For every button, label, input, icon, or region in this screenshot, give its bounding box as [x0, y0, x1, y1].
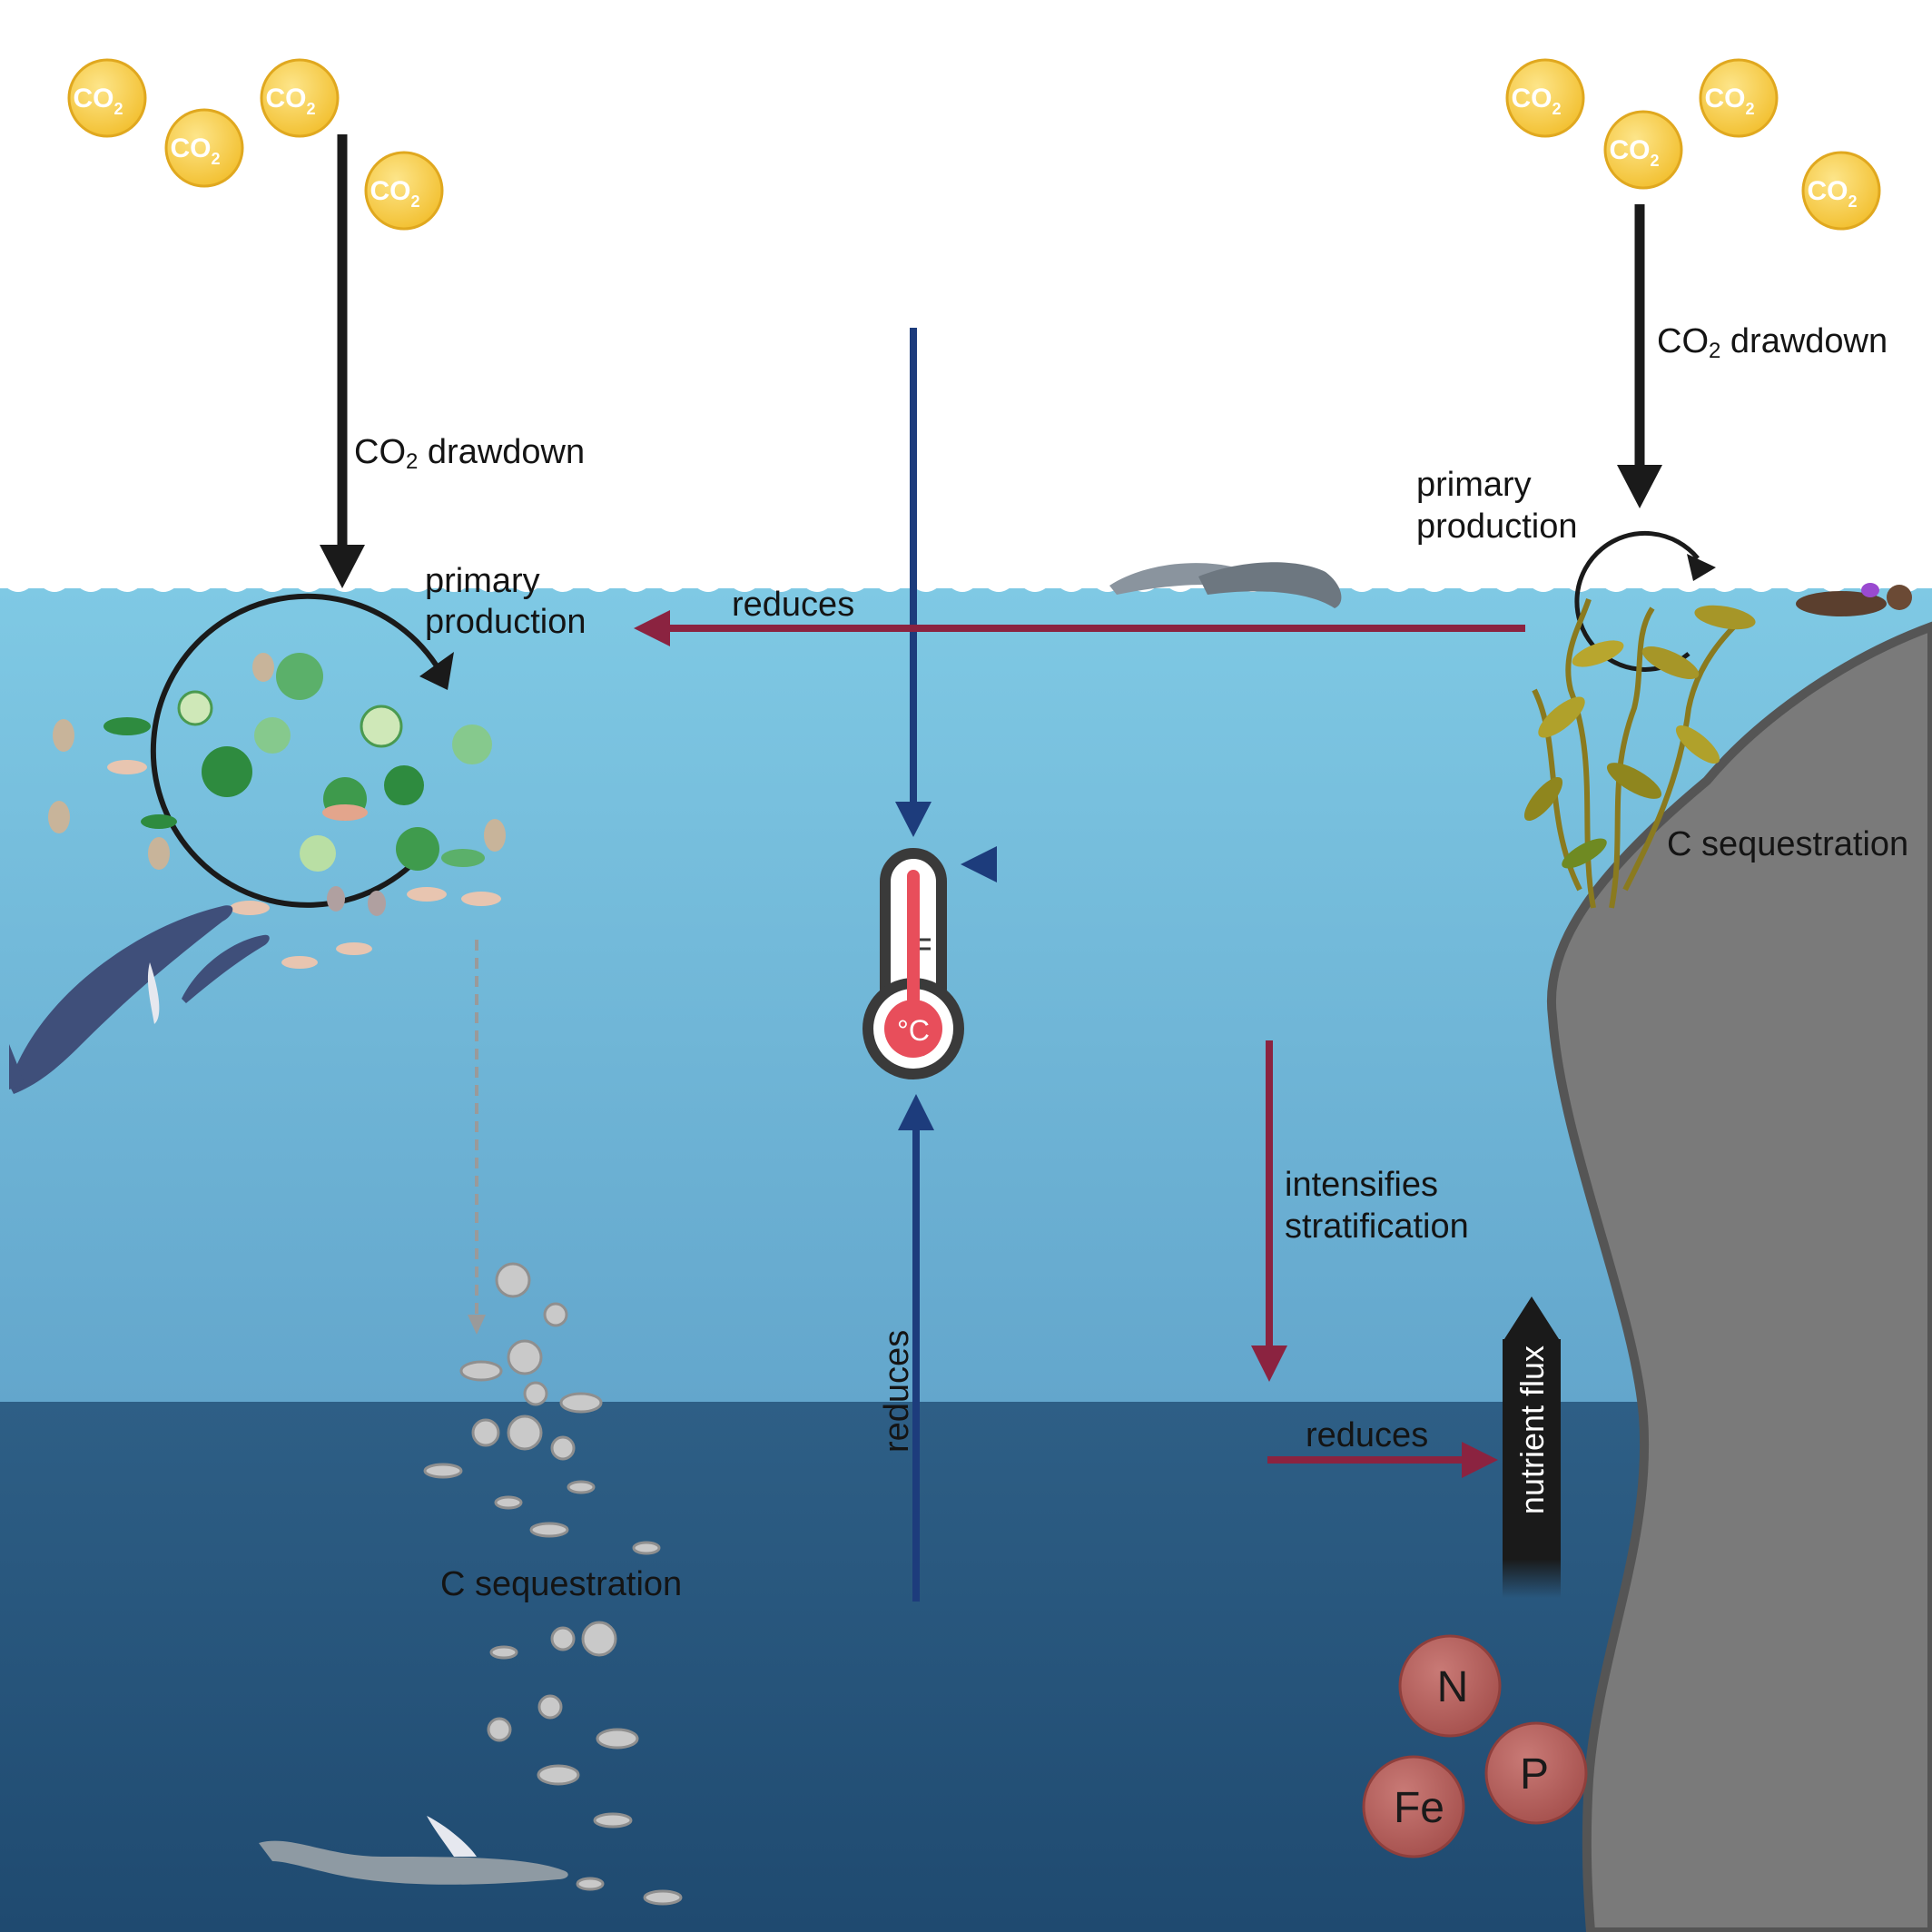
svg-text:CO2: CO2: [1511, 84, 1561, 118]
humpback-whale-adult: [9, 905, 233, 1094]
svg-text:P: P: [1520, 1750, 1549, 1799]
svg-text:CO2: CO2: [370, 176, 419, 211]
drawdown-label-right: CO2 drawdown: [1657, 322, 1888, 363]
co2-bubble: CO2: [1699, 58, 1779, 138]
nutrient-bubble-n: N: [1398, 1634, 1502, 1738]
intensifies-label-line2: stratification: [1285, 1208, 1469, 1246]
reduces-label-bottom: reduces: [1306, 1416, 1428, 1454]
c-sequestration-label-right: C sequestration: [1667, 825, 1908, 863]
co2-bubble: CO2: [164, 108, 244, 188]
svg-text:CO2: CO2: [265, 84, 315, 118]
co2-bubble: CO2: [364, 151, 444, 231]
intensifies-label-line1: intensifies: [1285, 1166, 1438, 1204]
red-arrow-stratification: [976, 1040, 1287, 1382]
humpback-whale-calf: [182, 934, 270, 1003]
reduces-label-top: reduces: [732, 586, 854, 624]
red-arrow-reduces-nutrients: [1264, 1389, 1498, 1478]
drawdown-arrow-right: [1617, 204, 1662, 508]
plankton-cluster: [48, 653, 506, 969]
co2-bubble: CO2: [1603, 110, 1683, 190]
primary-production-label-right-line2: production: [1416, 508, 1577, 546]
svg-text:Fe: Fe: [1394, 1784, 1444, 1832]
nutrient-bubble-fe: Fe: [1362, 1755, 1465, 1858]
blue-arrow-kelp-sequestration: [961, 846, 1580, 882]
kelp-leaves: [1523, 605, 1756, 869]
primary-production-cycle-left: [150, 593, 454, 908]
co2-bubble: CO2: [1801, 151, 1881, 231]
co2-bubbles-right: CO2 CO2 CO2 CO2: [1505, 58, 1881, 231]
coastal-rock: [1547, 621, 1932, 1932]
sinking-particles: [423, 1262, 683, 1906]
svg-text:CO2: CO2: [73, 84, 123, 118]
drawdown-label-left: CO2 drawdown: [354, 433, 585, 474]
wave-line: [0, 545, 1932, 592]
nutrient-flux-arrow: nutrient flux: [1503, 1296, 1561, 1598]
sea-otter: [1796, 583, 1912, 616]
svg-text:N: N: [1437, 1663, 1469, 1711]
svg-text:CO2: CO2: [170, 133, 220, 168]
blue-arrow-drawdown-right: [895, 328, 1634, 837]
co2-bubbles-left: CO2 CO2 CO2 CO2: [67, 58, 444, 231]
dolphins: [1109, 562, 1342, 608]
co2-bubble: CO2: [260, 58, 340, 138]
nutrient-bubble-p: P: [1484, 1721, 1588, 1825]
primary-production-label-left-line2: production: [425, 603, 586, 641]
nutrient-flux-label: nutrient flux: [1513, 1346, 1551, 1514]
sinking-dashed-arrow: [468, 940, 486, 1335]
thermometer-icon: °C: [862, 848, 964, 1079]
svg-text:CO2: CO2: [1609, 135, 1659, 170]
svg-text:CO2: CO2: [1807, 176, 1857, 211]
c-sequestration-label-left: C sequestration: [440, 1565, 682, 1603]
primary-production-cycle-right: [1574, 530, 1716, 672]
reduces-label-vertical: reduces: [878, 1330, 916, 1453]
primary-production-label-left-line1: primary: [425, 562, 540, 600]
thermometer-unit: °C: [897, 1014, 930, 1047]
humpback-whale-deep: [259, 1816, 568, 1885]
drawdown-arrow-left: [320, 134, 365, 588]
co2-bubble: CO2: [1505, 58, 1585, 138]
blue-arrow-deep-sequestration: [713, 1094, 934, 1602]
co2-bubble: CO2: [67, 58, 147, 138]
red-arrow-reduces-production: [634, 610, 1529, 1253]
svg-text:CO2: CO2: [1704, 84, 1754, 118]
primary-production-label-right-line1: primary: [1416, 466, 1532, 504]
